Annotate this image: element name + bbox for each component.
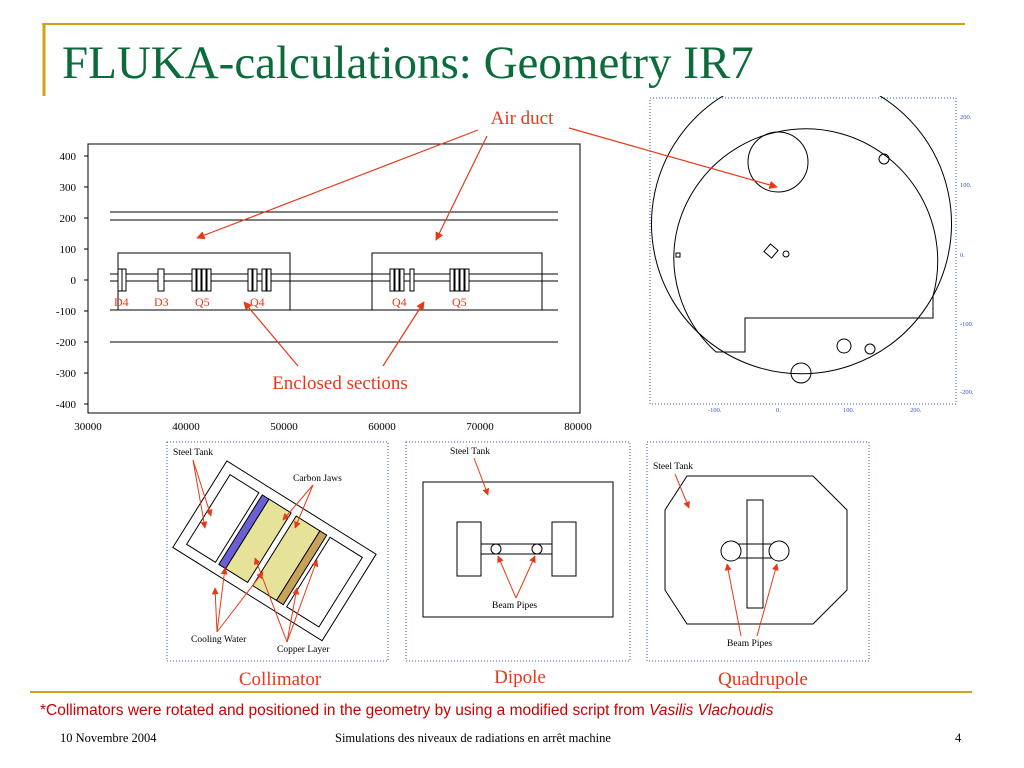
magnet-label: Q4 <box>392 295 407 309</box>
y-tick: -400 <box>56 399 77 411</box>
svg-text:100.: 100. <box>960 182 972 189</box>
svg-text:200.: 200. <box>910 407 922 414</box>
tunnel-cross-section: 200. 100. 0. -100. -200. -100. 0. 100. 2… <box>649 96 974 414</box>
svg-text:0.: 0. <box>776 407 781 414</box>
x-tick: 30000 <box>74 421 102 433</box>
y-tick: -100 <box>56 306 77 318</box>
y-tick: -300 <box>56 368 77 380</box>
dipole-inset: Steel Tank Beam Pipes <box>405 441 631 662</box>
air-duct-arrows <box>196 127 778 241</box>
plot-frame <box>87 143 581 414</box>
tunnel-outer-wall <box>651 96 952 375</box>
collimator-label: Steel Tank <box>173 448 213 458</box>
magnet-elements <box>117 268 470 292</box>
enclosed-arrows <box>243 301 425 367</box>
enclosed-sections-label: Enclosed sections <box>272 373 408 394</box>
air-duct-label: Air duct <box>491 108 555 129</box>
y-tick: -200 <box>56 337 77 349</box>
x-tick: 80000 <box>564 421 592 433</box>
tunnel-inner-wall <box>673 128 939 353</box>
quadrupole-label: Steel Tank <box>653 462 693 472</box>
x-axis-labels: 30000 40000 50000 60000 70000 80000 <box>74 421 592 433</box>
y-tick: 400 <box>60 151 77 163</box>
dipole-label: Steel Tank <box>450 447 490 457</box>
magnet-label: D4 <box>114 295 129 309</box>
x-tick: 50000 <box>270 421 298 433</box>
cross-section-frame <box>649 97 957 405</box>
x-tick: 60000 <box>368 421 396 433</box>
quadrupole-caption: Quadrupole <box>718 669 808 690</box>
magnet-label: Q5 <box>452 295 467 309</box>
footnote-author: Vasilis Vlachoudis <box>649 702 774 719</box>
svg-text:100.: 100. <box>843 407 855 414</box>
magnet-label: Q5 <box>195 295 210 309</box>
collimator-label: Cooling Water <box>191 635 247 645</box>
magnet-label: Q4 <box>250 295 265 309</box>
footer-date: 10 Novembre 2004 <box>60 731 157 745</box>
magnet-labels: D4 D3 Q5 Q4 Q4 Q5 <box>114 295 467 309</box>
collimator-inset: Steel Tank Carbon Jaws Cooling Water Cop… <box>166 441 389 662</box>
footnote: *Collimators were rotated and positioned… <box>40 702 773 720</box>
x-tick: 70000 <box>466 421 494 433</box>
y-tick: 300 <box>60 182 77 194</box>
collimator-caption: Collimator <box>238 669 322 690</box>
side-view-plot: 400 300 200 100 0 -100 -200 -300 -400 30… <box>56 143 592 433</box>
svg-text:200.: 200. <box>960 114 972 121</box>
air-duct-circle <box>747 131 809 193</box>
footnote-text: *Collimators were rotated and positioned… <box>40 702 650 719</box>
y-axis-labels: 400 300 200 100 0 -100 -200 -300 -400 <box>56 151 77 411</box>
quadrupole-label: Beam Pipes <box>727 639 772 649</box>
y-ticks <box>84 155 88 405</box>
svg-text:-100.: -100. <box>708 407 722 414</box>
y-tick: 100 <box>60 244 77 256</box>
y-tick: 0 <box>71 275 77 287</box>
x-tick: 40000 <box>172 421 200 433</box>
y-tick: 200 <box>60 213 77 225</box>
footer-title: Simulations des niveaux de radiations en… <box>335 731 611 745</box>
enclosure-right <box>371 252 543 310</box>
page-number: 4 <box>955 731 962 745</box>
svg-text:-200.: -200. <box>960 389 974 396</box>
svg-text:0.: 0. <box>960 252 965 259</box>
slide-title: FLUKA-calculations: Geometry IR7 <box>62 37 754 89</box>
dipole-label: Beam Pipes <box>492 601 537 611</box>
svg-text:-100.: -100. <box>960 321 974 328</box>
cross-section-ticks: 200. 100. 0. -100. -200. -100. 0. 100. 2… <box>708 114 974 414</box>
collimator-label: Carbon Jaws <box>293 474 342 484</box>
collimator-label: Copper Layer <box>277 645 330 655</box>
quadrupole-inset: Steel Tank Beam Pipes <box>646 441 870 662</box>
dipole-caption: Dipole <box>494 667 546 688</box>
magnet-label: D3 <box>154 295 169 309</box>
tunnel-walls <box>110 211 558 343</box>
